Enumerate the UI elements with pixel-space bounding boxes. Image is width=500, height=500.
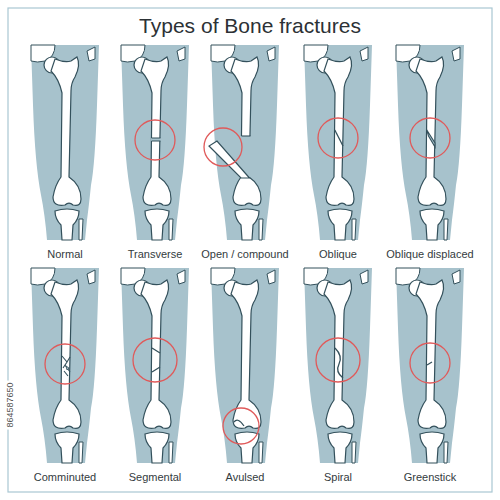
leg-segmental	[121, 268, 189, 463]
leg-oblique-displaced	[396, 45, 464, 240]
title-slot: Types of Bone fractures	[10, 14, 490, 38]
caption-slot: Oblique displaced	[386, 244, 473, 262]
caption-slot: Normal	[47, 244, 82, 262]
caption-slot: Transverse	[128, 244, 183, 262]
caption-slot: Avulsed	[226, 467, 265, 485]
fracture-caption: Comminuted	[34, 471, 96, 483]
leg-normal	[31, 45, 99, 240]
leg-open	[204, 45, 279, 240]
watermark-slot: 864587650	[0, 380, 17, 429]
leg-avulsed	[211, 268, 279, 463]
caption-slot: Comminuted	[34, 467, 96, 485]
fracture-caption: Oblique	[319, 248, 357, 260]
fracture-caption: Open / compound	[201, 248, 288, 260]
frame	[8, 8, 492, 492]
caption-slot: Spiral	[324, 467, 352, 485]
caption-slot: Oblique	[319, 244, 357, 262]
fracture-caption: Spiral	[324, 471, 352, 483]
leg-comminuted	[31, 268, 99, 463]
caption-slot: Greenstick	[404, 467, 457, 485]
fracture-caption: Greenstick	[404, 471, 457, 483]
caption-slot: Open / compound	[201, 244, 288, 262]
title: Types of Bone fractures	[139, 14, 361, 37]
leg-oblique	[304, 45, 372, 240]
fracture-caption: Oblique displaced	[386, 248, 473, 260]
leg-greenstick	[396, 268, 464, 463]
fracture-caption: Segmental	[129, 471, 182, 483]
leg-transverse	[121, 45, 189, 240]
fracture-caption: Avulsed	[226, 471, 265, 483]
fracture-caption: Transverse	[128, 248, 183, 260]
fracture-caption: Normal	[47, 248, 82, 260]
caption-slot: Segmental	[129, 467, 182, 485]
watermark: 864587650	[5, 380, 15, 429]
leg-spiral	[304, 268, 372, 463]
